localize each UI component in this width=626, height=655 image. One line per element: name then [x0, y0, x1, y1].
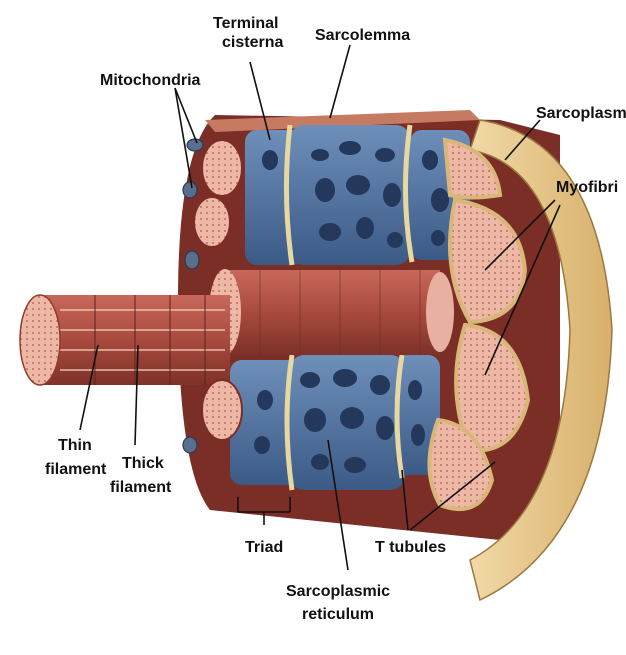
label-thin-filament-1: Thin: [58, 437, 92, 454]
label-sarcoplasmic-reticulum-1: Sarcoplasmic: [286, 583, 390, 600]
central-myofibril: [209, 269, 454, 355]
label-thick-filament-1: Thick: [122, 455, 164, 472]
label-t-tubules: T tubules: [375, 539, 446, 556]
label-sarcoplasm: Sarcoplasm: [536, 105, 626, 122]
label-thin-filament-2: filament: [45, 461, 107, 478]
label-mitochondria: Mitochondria: [100, 72, 201, 89]
label-sarcolemma: Sarcolemma: [315, 27, 410, 44]
label-thick-filament-2: filament: [110, 479, 172, 496]
label-terminal-cisterna-1: Terminal: [213, 15, 279, 32]
label-triad: Triad: [245, 539, 283, 556]
label-myofibril: Myofibri: [556, 179, 618, 196]
label-sarcoplasmic-reticulum-2: reticulum: [302, 606, 374, 623]
label-terminal-cisterna-2: cisterna: [222, 34, 283, 51]
extended-myofibril: [20, 295, 230, 385]
